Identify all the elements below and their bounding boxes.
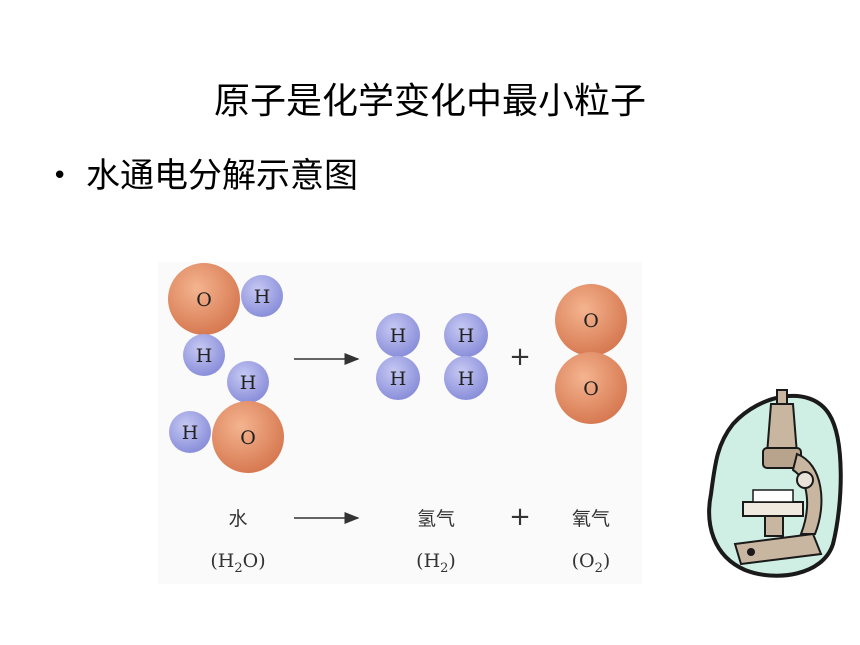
- hydrogen-atom: [169, 411, 211, 453]
- hydrogen-molecule-1: H H: [376, 313, 420, 400]
- reactant-formula: (H2O): [210, 550, 265, 576]
- hydrogen-atom-label: H: [182, 422, 199, 444]
- microscope-clipart: [707, 389, 843, 578]
- word-plus-sign: +: [509, 502, 531, 532]
- bullet-text: 水通电分解示意图: [86, 156, 358, 196]
- diagram-svg: O H H H H O H H H H +: [168, 263, 627, 576]
- hydrogen-atom: [183, 334, 225, 376]
- oxygen-atom: [168, 263, 240, 335]
- product1-name: 氢气: [417, 508, 455, 530]
- oxygen-atom: [555, 352, 627, 424]
- water-molecule-1: O H H: [168, 263, 283, 376]
- oxygen-atom-label: O: [583, 310, 599, 332]
- water-molecule-2: H H O: [169, 361, 284, 473]
- electrolysis-diagram: O H H H H O H H H H +: [158, 262, 642, 584]
- microscope-icon: [705, 384, 845, 580]
- product2-formula: (O2): [572, 550, 611, 576]
- bullet-item: • 水通电分解示意图: [52, 152, 358, 200]
- oxygen-molecule: O O: [555, 284, 627, 424]
- reactant-name: 水: [228, 508, 247, 530]
- hydrogen-atom-label: H: [254, 286, 271, 308]
- bullet-dot: •: [52, 161, 68, 191]
- hydrogen-atom: [444, 356, 488, 400]
- hydrogen-atom-label: H: [458, 368, 475, 390]
- oxygen-atom: [555, 284, 627, 356]
- hydrogen-atom-label: H: [390, 368, 407, 390]
- oxygen-atom-label: O: [196, 289, 212, 311]
- hydrogen-atom-label: H: [240, 372, 257, 394]
- hydrogen-atom-label: H: [390, 325, 407, 347]
- hydrogen-atom-label: H: [458, 325, 475, 347]
- plus-sign: +: [509, 342, 531, 372]
- oxygen-atom: [212, 401, 284, 473]
- oxygen-atom-label: O: [583, 378, 599, 400]
- product2-name: 氧气: [572, 508, 610, 530]
- slide-title: 原子是化学变化中最小粒子: [213, 81, 646, 122]
- hydrogen-atom: [376, 356, 420, 400]
- hydrogen-atom-label: H: [196, 345, 213, 367]
- hydrogen-atom: [241, 275, 283, 317]
- product1-formula: (H2): [416, 550, 456, 576]
- hydrogen-atom: [444, 313, 488, 357]
- hydrogen-atom: [376, 313, 420, 357]
- hydrogen-atom: [227, 361, 269, 403]
- hydrogen-molecule-2: H H: [444, 313, 488, 400]
- oxygen-atom-label: O: [240, 427, 256, 449]
